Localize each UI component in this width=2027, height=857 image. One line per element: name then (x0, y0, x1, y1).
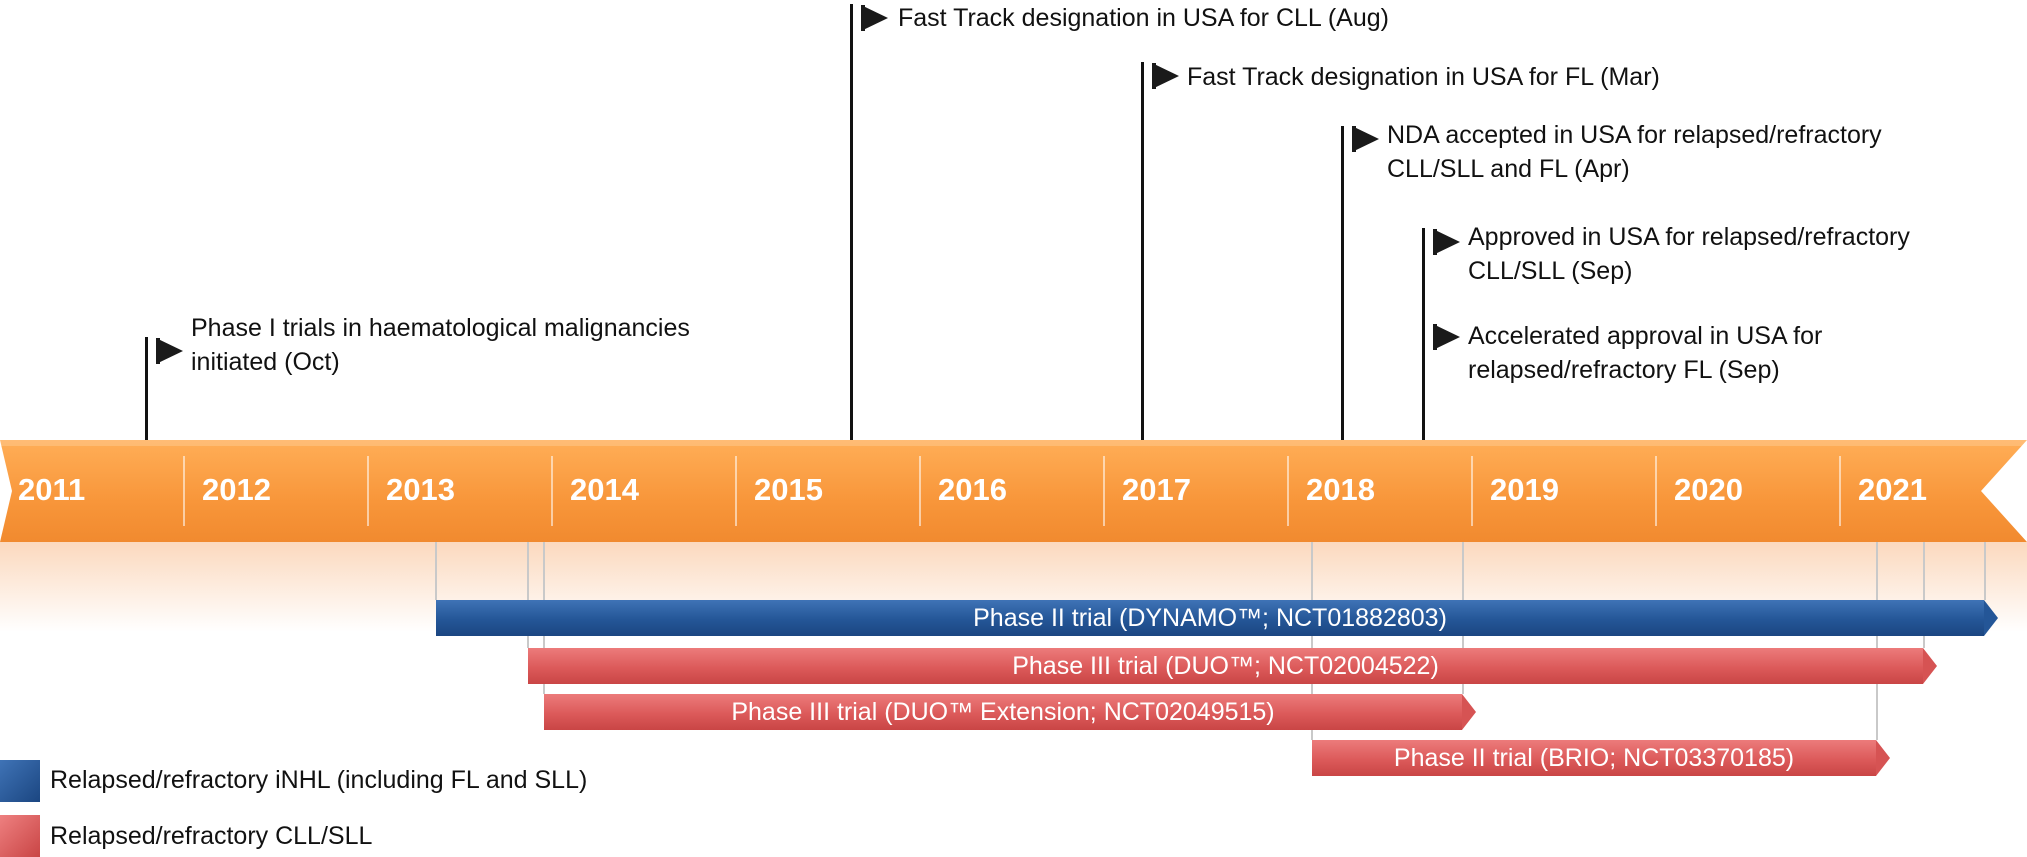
milestone-line (850, 4, 853, 440)
milestone-approved-fl-line1: Accelerated approval in USA for (1468, 322, 1823, 350)
milestone-phase1-line2: initiated (Oct) (191, 348, 340, 376)
trial-bar-duo-extension: Phase III trial (DUO™ Extension; NCT0204… (544, 694, 1462, 730)
milestone-nda-line2: CLL/SLL and FL (Apr) (1387, 155, 1630, 183)
band-right-notch (1981, 440, 2027, 542)
flag-icon (156, 338, 183, 364)
year-separator (551, 456, 553, 526)
trial-bar-dynamo: Phase II trial (DYNAMO™; NCT01882803) (436, 600, 1984, 636)
year-label-2017: 2017 (1122, 472, 1191, 507)
legend-swatch-inhl (0, 760, 40, 802)
year-label-2015: 2015 (754, 472, 823, 507)
year-separator (183, 456, 185, 526)
milestone-line (1422, 228, 1425, 440)
year-label-2019: 2019 (1490, 472, 1559, 507)
flag-icon (1352, 126, 1379, 152)
year-label-2021: 2021 (1858, 472, 1927, 507)
trial-bar-arrow (1876, 740, 1890, 776)
trial-bar-duo: Phase III trial (DUO™; NCT02004522) (528, 648, 1923, 684)
trial-end-tick (1876, 542, 1878, 740)
milestone-phase1-line1: Phase I trials in haematological maligna… (191, 314, 690, 342)
year-label-2020: 2020 (1674, 472, 1743, 507)
year-separator (735, 456, 737, 526)
year-label-2014: 2014 (570, 472, 639, 507)
year-separator (1471, 456, 1473, 526)
trial-start-tick (527, 542, 529, 648)
year-separator (367, 456, 369, 526)
milestone-line (145, 337, 148, 440)
milestone-line (1341, 126, 1344, 440)
trial-start-tick (435, 542, 437, 600)
milestone-fast-track-cll: Fast Track designation in USA for CLL (A… (898, 4, 1389, 32)
flag-icon (861, 5, 888, 31)
trial-start-tick (1311, 542, 1313, 740)
trial-bar-arrow (1984, 600, 1998, 636)
flag-icon (1433, 324, 1460, 350)
trial-end-tick (1923, 542, 1925, 648)
flag-icon (1433, 229, 1460, 255)
milestone-approved-cll-line2: CLL/SLL (Sep) (1468, 257, 1633, 285)
trial-bar-brio: Phase II trial (BRIO; NCT03370185) (1312, 740, 1876, 776)
trial-bar-arrow (1462, 694, 1476, 730)
legend-label-cll: Relapsed/refractory CLL/SLL (50, 822, 373, 850)
milestone-approved-fl-line2: relapsed/refractory FL (Sep) (1468, 356, 1780, 384)
milestone-fast-track-fl: Fast Track designation in USA for FL (Ma… (1187, 63, 1660, 91)
year-label-2013: 2013 (386, 472, 455, 507)
year-label-2012: 2012 (202, 472, 271, 507)
flag-icon (1152, 63, 1179, 89)
year-separator (1103, 456, 1105, 526)
trial-end-tick (1984, 542, 1986, 600)
year-separator (1287, 456, 1289, 526)
year-label-2016: 2016 (938, 472, 1007, 507)
milestone-approved-cll-line1: Approved in USA for relapsed/refractory (1468, 223, 1910, 251)
legend-swatch-cll (0, 815, 40, 857)
legend-label-inhl: Relapsed/refractory iNHL (including FL a… (50, 766, 588, 794)
year-label-2018: 2018 (1306, 472, 1375, 507)
milestone-line (1141, 62, 1144, 440)
trial-bar-arrow (1923, 648, 1937, 684)
year-separator (1655, 456, 1657, 526)
year-label-2011: 2011 (18, 472, 86, 507)
timeline-band (0, 440, 2027, 542)
band-left-notch (0, 440, 12, 542)
year-separator (1839, 456, 1841, 526)
year-separator (919, 456, 921, 526)
milestone-nda-line1: NDA accepted in USA for relapsed/refract… (1387, 121, 1882, 149)
